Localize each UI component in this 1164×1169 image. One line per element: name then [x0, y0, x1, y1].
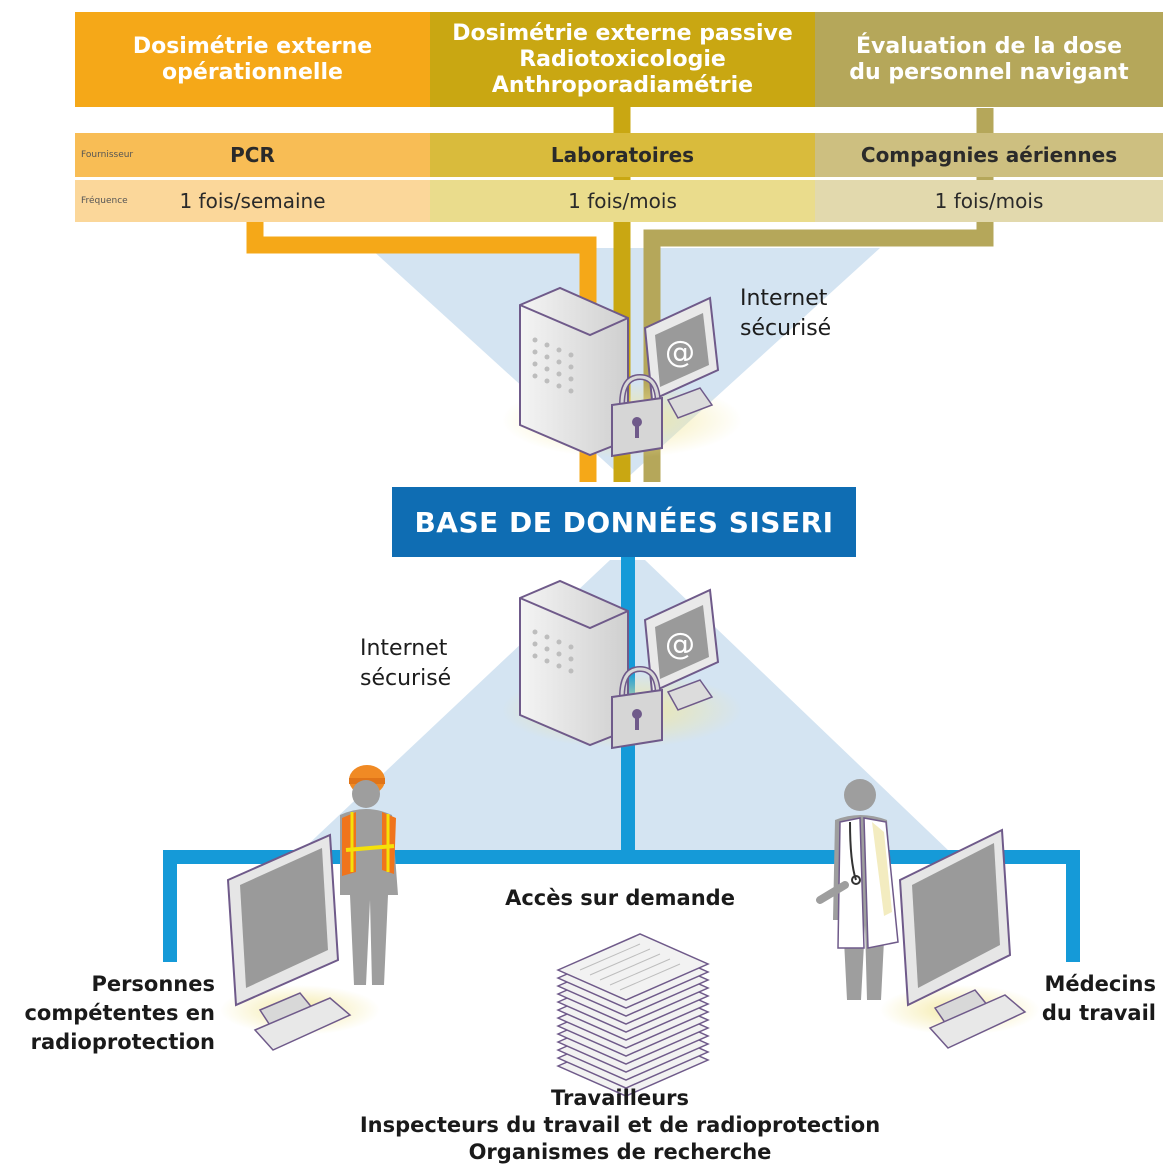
- computer-icon: [898, 828, 1027, 1049]
- padlock-icon: [611, 665, 663, 750]
- column-title-passive: Dosimétrie externe passive Radiotoxicolo…: [430, 12, 815, 107]
- bottom-server-group: @: [502, 579, 742, 750]
- internet-label-bottom: Internet sécurisé: [360, 636, 452, 691]
- right-workstation: [816, 779, 1040, 1049]
- padlock-icon: [611, 373, 663, 458]
- row-label-provider: Fournisseur: [81, 150, 134, 160]
- frequency-aircrew: 1 fois/mois: [815, 180, 1163, 222]
- row-label-frequency: Fréquence: [81, 196, 128, 206]
- internet-label-top: Internet sécurisé: [740, 286, 832, 341]
- top-server-group: @: [502, 286, 742, 458]
- access-label: Accès sur demande: [505, 886, 735, 910]
- provider-passive: Laboratoires: [430, 133, 815, 177]
- monitor-at-icon: @: [643, 296, 720, 419]
- left-user-label: Personnes compétentes en radioprotection: [24, 972, 215, 1054]
- server-icon: [519, 579, 629, 747]
- monitor-at-icon: @: [643, 588, 720, 711]
- worker-icon: [340, 765, 398, 985]
- connector-distribution-horizontal: [163, 850, 1080, 962]
- doctor-icon: [816, 779, 899, 1000]
- database-box: BASE DE DONNÉES SISERI: [392, 487, 856, 557]
- computer-icon: [226, 833, 352, 1051]
- frequency-passive: 1 fois/mois: [430, 180, 815, 222]
- left-workstation: [220, 765, 398, 1051]
- provider-aircrew: Compagnies aériennes: [815, 133, 1163, 177]
- svg-text:@: @: [665, 627, 695, 662]
- column-title-operational: Dosimétrie externe opérationnelle: [75, 12, 430, 107]
- svg-text:@: @: [665, 335, 695, 370]
- document-stack-icon: [556, 933, 710, 1097]
- frequency-operational: 1 fois/semaine: [75, 180, 430, 222]
- provider-operational: PCR: [75, 133, 430, 177]
- server-icon: [519, 286, 629, 457]
- bottom-users-label: Travailleurs Inspecteurs du travail et d…: [359, 1086, 881, 1164]
- column-title-aircrew: Évaluation de la dose du personnel navig…: [815, 12, 1163, 107]
- right-user-label: Médecins du travail: [1041, 972, 1156, 1025]
